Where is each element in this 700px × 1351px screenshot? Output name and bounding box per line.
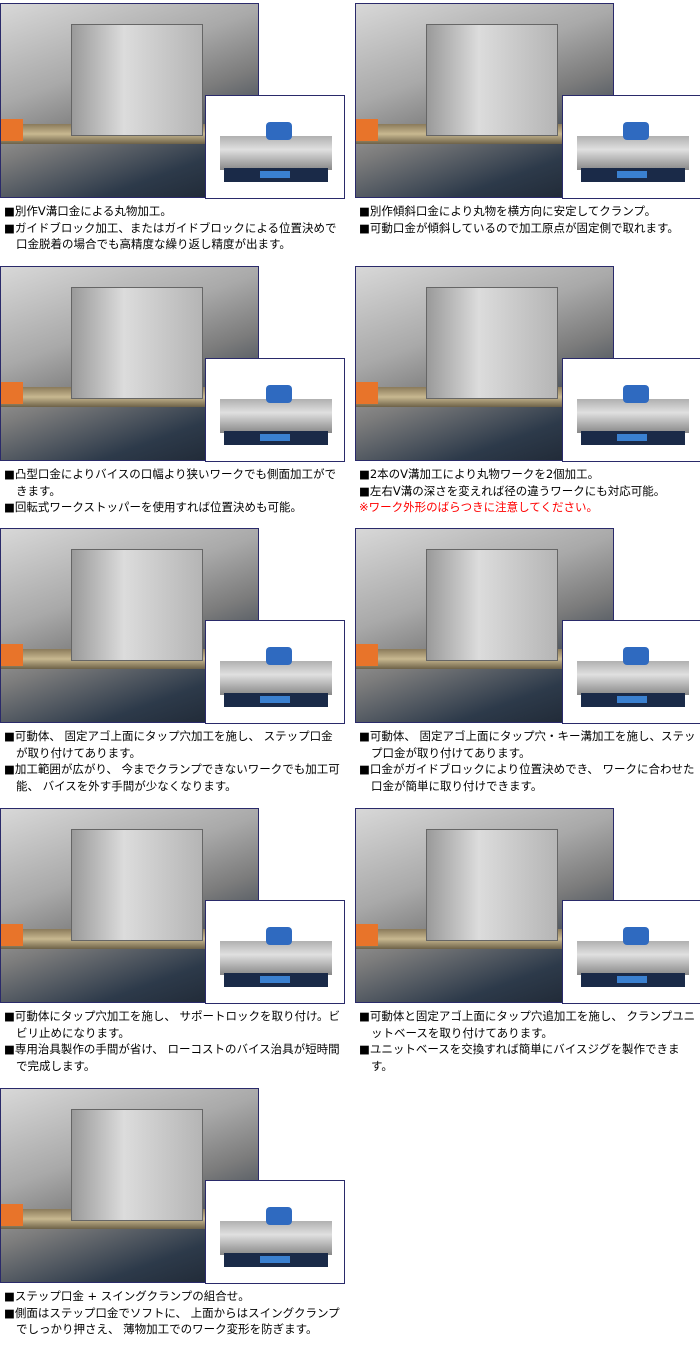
description-bullet: ■専用治具製作の手間が省け、 ローコストのバイス治具が短時間で完成します。 bbox=[4, 1042, 340, 1073]
example-description: ■可動体、 固定アゴ上面にタップ穴・キー溝加工を施し、ステップ口金が取り付けてあ… bbox=[359, 728, 699, 794]
example-description: ■ステップ口金 + スイングクランプの組合せ。 ■側面はステップ口金でソフトに、 … bbox=[4, 1288, 344, 1338]
description-bullet: ■可動体と固定アゴ上面にタップ穴追加工を施し、 クランプユニットベースを取り付け… bbox=[359, 1009, 696, 1040]
description-bullet: ■凸型口金によりバイスの口幅より狭いワークでも側面加工ができます。 bbox=[4, 467, 337, 498]
example-description: ■可動体、 固定アゴ上面にタップ穴加工を施し、 ステップ口金が取り付けてあります… bbox=[4, 728, 344, 794]
example-description: ■可動体にタップ穴加工を施し、 サポートロックを取り付け。ビビリ止めになります。… bbox=[4, 1008, 344, 1074]
vise-overview-photo bbox=[205, 95, 345, 199]
vise-overview-photo bbox=[205, 620, 345, 724]
vise-overview-photo bbox=[562, 95, 700, 199]
description-bullet: ■可動体にタップ穴加工を施し、 サポートロックを取り付け。ビビリ止めになります。 bbox=[4, 1009, 340, 1040]
example-description: ■別作V溝口金による丸物加工。 ■ガイドブロック加工、またはガイドブロックによる位… bbox=[4, 203, 344, 253]
description-bullet: ■側面はステップ口金でソフトに、 上面からはスイングクランプでしっかり押さえ、 … bbox=[4, 1305, 340, 1337]
example-description: ■可動体と固定アゴ上面にタップ穴追加工を施し、 クランプユニットベースを取り付け… bbox=[359, 1008, 699, 1074]
example-description: ■別作傾斜口金により丸物を横方向に安定してクランプ。 ■可動口金が傾斜しているので… bbox=[359, 203, 699, 236]
description-bullet: ■左右V溝の深さを変えれば径の違うワークにも対応可能。 bbox=[359, 483, 666, 498]
description-bullet: ■加工範囲が広がり、 今までクランプできないワークでも加工可能、 バイスを外す手… bbox=[4, 762, 340, 793]
vise-closeup-photo bbox=[0, 808, 259, 1003]
vise-overview-photo bbox=[562, 358, 700, 462]
description-bullet: ■回転式ワークストッパーを使用すれば位置決めも可能。 bbox=[4, 500, 303, 514]
description-bullet: ■別作傾斜口金により丸物を横方向に安定してクランプ。 bbox=[359, 204, 657, 218]
vise-overview-photo bbox=[205, 1180, 345, 1284]
description-bullet: ■口金がガイドブロックにより位置決めでき、 ワークに合わせた口金が簡単に取り付け… bbox=[359, 762, 695, 793]
description-bullet: ■ステップ口金 + スイングクランプの組合せ。 bbox=[4, 1289, 250, 1303]
vise-overview-photo bbox=[562, 900, 700, 1004]
vise-overview-photo bbox=[562, 620, 700, 724]
vise-overview-photo bbox=[205, 358, 345, 462]
example-description: ■2本のV溝加工により丸物ワークを2個加工。 ■左右V溝の深さを変えれば径の違うワ… bbox=[359, 466, 699, 516]
vise-closeup-photo bbox=[355, 266, 614, 461]
description-bullet: ■ユニットベースを交換すれば簡単にバイスジグを製作できます。 bbox=[359, 1042, 680, 1073]
description-bullet: ■可動体、 固定アゴ上面にタップ穴・キー溝加工を施し、ステップ口金が取り付けてあ… bbox=[359, 729, 696, 760]
example-description: ■凸型口金によりバイスの口幅より狭いワークでも側面加工ができます。 ■回転式ワーク… bbox=[4, 466, 344, 516]
description-bullet: ■可動口金が傾斜しているので加工原点が固定側で取れます。 bbox=[359, 220, 679, 235]
vise-overview-photo bbox=[205, 900, 345, 1004]
description-bullet: ■ガイドブロック加工、またはガイドブロックによる位置決めで口金脱着の場合でも高精… bbox=[4, 220, 337, 252]
description-bullet: ■可動体、 固定アゴ上面にタップ穴加工を施し、 ステップ口金が取り付けてあります… bbox=[4, 729, 333, 760]
description-bullet: ■2本のV溝加工により丸物ワークを2個加工。 bbox=[359, 467, 600, 481]
description-bullet: ■別作V溝口金による丸物加工。 bbox=[4, 204, 172, 218]
caution-note: ※ワーク外形のばらつきに注意してください。 bbox=[359, 500, 598, 514]
